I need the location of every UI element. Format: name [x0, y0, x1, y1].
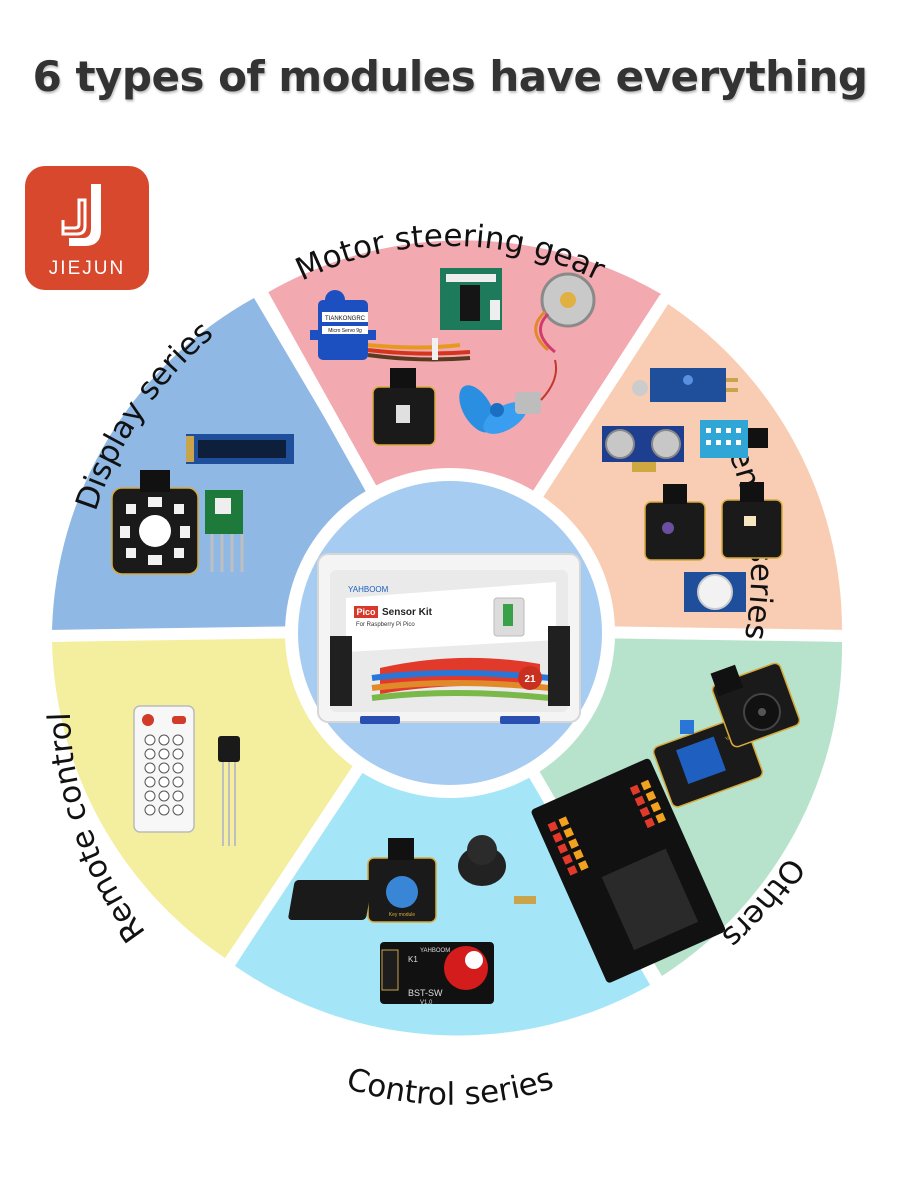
light-sensor-module-image — [644, 484, 706, 561]
key-module-image: Key module — [367, 838, 437, 923]
svg-text:YAHBOOM: YAHBOOM — [348, 585, 389, 594]
label-control: Control series — [343, 1061, 558, 1113]
svg-text:YAHBOOM: YAHBOOM — [420, 948, 450, 954]
joystick-module-image — [288, 835, 536, 920]
pir-sensor-image — [684, 572, 746, 612]
svg-text:Sensor Kit: Sensor Kit — [382, 607, 433, 618]
color-sensor-module-image — [721, 482, 783, 559]
buzzer-module-image — [710, 662, 801, 748]
humidity-sensor-image — [700, 420, 768, 458]
fan-motor-image — [459, 359, 557, 434]
ultrasonic-sensor-image — [602, 426, 684, 472]
svg-text:TIANKONGRC: TIANKONGRC — [325, 316, 366, 322]
svg-text:Pico: Pico — [356, 607, 376, 617]
sensor-kit-box-image: YAHBOOM Pico Sensor Kit For Raspberry Pi… — [317, 553, 581, 724]
servo-motor-image: TIANKONGRC Micro Servo 9g — [310, 290, 471, 362]
svg-text:21: 21 — [524, 674, 536, 685]
svg-text:Key module: Key module — [389, 912, 416, 918]
rgb-ring-module-image — [111, 470, 199, 575]
page-headline: 6 types of modules have everything — [32, 52, 868, 101]
rgb-led-board-image — [205, 490, 244, 572]
brand-logo: JIEJUN — [25, 166, 149, 290]
svg-text:Micro Servo 9g: Micro Servo 9g — [328, 328, 362, 334]
oled-display-image — [186, 434, 294, 464]
expansion-board-image — [531, 758, 726, 983]
svg-text:V1.0: V1.0 — [420, 1000, 433, 1006]
segment-control — [235, 630, 652, 1036]
svg-text:BST-SW: BST-SW — [408, 988, 443, 998]
motor-module-image — [372, 368, 436, 446]
button-switch-module-image: YAHBOOM K1 BST-SW V1.0 — [380, 942, 494, 1006]
driver-board-image — [440, 268, 502, 330]
light-sensor-board-image — [632, 368, 738, 402]
jiejun-logo-mark-icon — [61, 184, 101, 246]
stepper-motor-image — [534, 272, 596, 354]
brand-name: JIEJUN — [48, 258, 126, 279]
svg-text:K1: K1 — [408, 955, 418, 964]
ir-remote-image — [133, 705, 195, 833]
svg-text:For Raspberry Pi Pico: For Raspberry Pi Pico — [356, 622, 415, 628]
ir-receiver-image — [218, 736, 240, 846]
